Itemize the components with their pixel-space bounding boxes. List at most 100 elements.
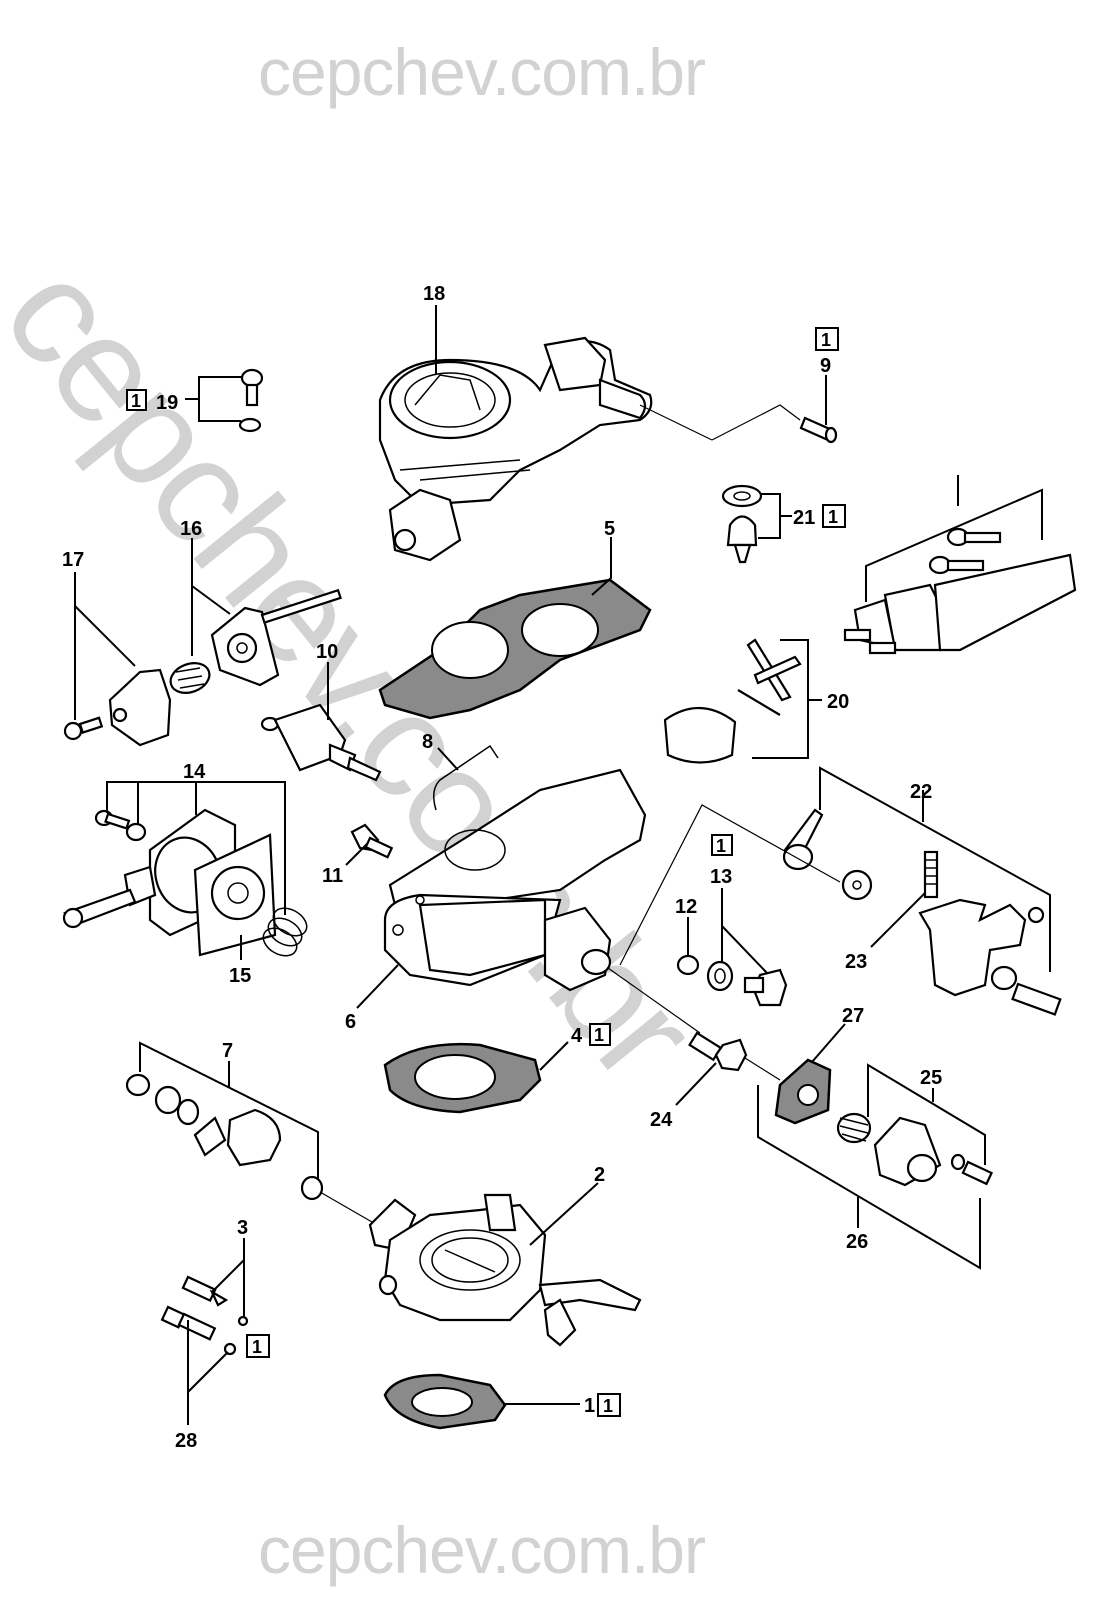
- leader-11: [345, 842, 369, 866]
- part-19-screw-washer[interactable]: [238, 368, 264, 433]
- watermark-bottom: cepchev.com.br: [258, 1513, 706, 1587]
- part-5-gasket[interactable]: [378, 578, 652, 720]
- part-11-screw[interactable]: [350, 823, 394, 859]
- callout-3[interactable]: 3: [237, 1217, 248, 1239]
- leader-22: [819, 766, 1051, 972]
- kit-marker: 1: [603, 1396, 613, 1416]
- callout-22[interactable]: 22: [910, 781, 932, 803]
- gasket-hole: [414, 1054, 496, 1100]
- callout-7[interactable]: 7: [222, 1040, 233, 1062]
- kit-marker: 1: [594, 1025, 604, 1045]
- part-10-solenoid[interactable]: [260, 703, 382, 782]
- callout-11[interactable]: 11: [322, 865, 343, 887]
- callout-20[interactable]: 20: [827, 691, 849, 713]
- leader-29: [865, 488, 1043, 602]
- part-8-rod[interactable]: [433, 744, 499, 811]
- kit-marker: 1: [828, 507, 838, 527]
- leader-2: [529, 1182, 599, 1246]
- callout-27[interactable]: 27: [842, 1005, 864, 1027]
- leader-26: [757, 1085, 981, 1270]
- gasket-hole: [411, 1387, 473, 1417]
- part-24-fitting[interactable]: [688, 1031, 748, 1072]
- part-15-diaphragm[interactable]: [193, 833, 277, 957]
- callout-17[interactable]: 17: [62, 549, 84, 571]
- callout-1[interactable]: 1: [584, 1395, 595, 1417]
- part-17-cover-screw[interactable]: [63, 668, 172, 747]
- leader-21: [758, 493, 781, 539]
- part-28-screw[interactable]: [160, 1305, 237, 1356]
- leader-line: [619, 804, 841, 966]
- callout-2[interactable]: 2: [594, 1164, 605, 1186]
- callout-14[interactable]: 14: [183, 761, 206, 783]
- callout-26[interactable]: 26: [846, 1231, 868, 1253]
- kit-box-19: [126, 389, 147, 411]
- part-13-nut-washer[interactable]: [706, 960, 788, 1007]
- callout-19[interactable]: 19: [156, 392, 178, 414]
- kit-marker: 1: [716, 836, 726, 856]
- part-22-lever-kit[interactable]: [782, 808, 1062, 1016]
- callout-5[interactable]: 5: [604, 518, 615, 540]
- kit-box-3-28: [246, 1334, 270, 1358]
- leader-13: [721, 925, 768, 974]
- callout-8[interactable]: 8: [422, 731, 433, 753]
- part-9-jet[interactable]: [799, 416, 838, 444]
- kit-marker: 1: [821, 330, 831, 350]
- part-3-needle[interactable]: [181, 1275, 249, 1327]
- callout-18[interactable]: 18: [423, 283, 445, 305]
- part-25-cover-kit[interactable]: [836, 1112, 994, 1187]
- leader-27: [811, 1023, 846, 1063]
- leader-16: [191, 585, 231, 615]
- part-21-valve-washer[interactable]: [721, 484, 763, 564]
- gasket-hole: [431, 621, 509, 679]
- callout-23[interactable]: 23: [845, 951, 867, 973]
- leader-line: [607, 967, 701, 1034]
- leader-line: [639, 404, 713, 441]
- leader-8: [437, 747, 459, 771]
- part-12-plug[interactable]: [676, 954, 700, 976]
- callout-15[interactable]: 15: [229, 965, 251, 987]
- callout-9[interactable]: 9: [820, 355, 831, 377]
- callout-24[interactable]: 24: [650, 1109, 673, 1131]
- callout-6[interactable]: 6: [345, 1011, 356, 1033]
- kit-box-4: [589, 1023, 611, 1046]
- kit-box-9: [815, 327, 839, 351]
- diaphragm-center: [797, 1084, 819, 1106]
- gasket-hole: [521, 603, 599, 657]
- spring-icon: [262, 907, 308, 957]
- leader-line: [319, 1191, 373, 1223]
- kit-box-13: [711, 834, 733, 856]
- callout-13[interactable]: 13: [710, 866, 732, 888]
- part-16-diaphragm-spring[interactable]: [166, 588, 342, 698]
- leader-line: [744, 1057, 781, 1081]
- watermark-top: cepchev.com.br: [258, 35, 706, 109]
- leader-19: [198, 376, 243, 422]
- part-20-float-pin[interactable]: [663, 638, 802, 764]
- kit-box-21: [822, 504, 846, 528]
- kit-marker: 1: [252, 1337, 262, 1357]
- part-29-vacuum-diaphragm[interactable]: [843, 527, 1077, 655]
- leader-3: [211, 1259, 245, 1293]
- callout-25[interactable]: 25: [920, 1067, 942, 1089]
- callout-21[interactable]: 21: [793, 507, 815, 529]
- leader-25: [867, 1063, 986, 1165]
- leader-24: [675, 1062, 717, 1106]
- part-23-screw[interactable]: [923, 850, 939, 899]
- part-6-carburetor-body[interactable]: [383, 768, 647, 992]
- kit-marker: 1: [131, 391, 141, 411]
- leader-4: [539, 1041, 569, 1071]
- leader-17: [74, 605, 136, 667]
- callout-10[interactable]: 10: [316, 641, 338, 663]
- part-7-choke-kit[interactable]: [125, 1073, 324, 1201]
- leader-6: [356, 964, 399, 1009]
- callout-12[interactable]: 12: [675, 896, 697, 918]
- leader-line: [711, 404, 801, 441]
- callout-28[interactable]: 28: [175, 1430, 197, 1452]
- kit-box-1: [597, 1393, 621, 1417]
- callout-16[interactable]: 16: [180, 518, 202, 540]
- leader-28: [187, 1351, 229, 1393]
- leader-5: [591, 537, 612, 596]
- part-18-carburetor-top[interactable]: [378, 336, 653, 562]
- callout-4[interactable]: 4: [571, 1025, 583, 1047]
- part-2-throttle-body[interactable]: [368, 1193, 642, 1347]
